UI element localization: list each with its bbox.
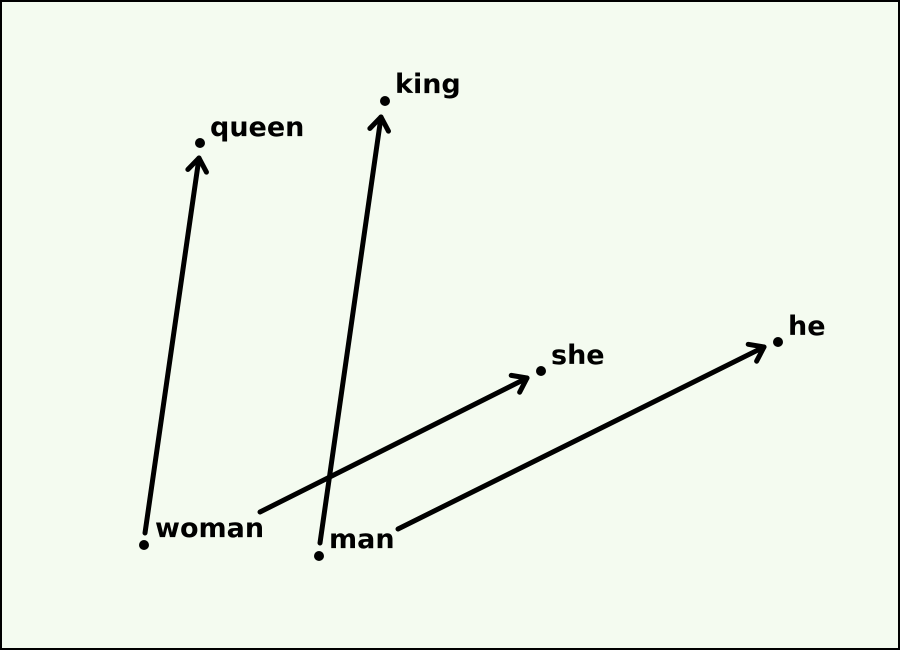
arrow-shaft [317, 114, 384, 546]
words-layer: queen king she he woman man [139, 69, 826, 561]
arrow-shaft [142, 155, 202, 536]
king-point [380, 96, 390, 106]
man-label: man [329, 524, 395, 555]
arrows-layer [142, 114, 767, 546]
she-point [536, 366, 546, 376]
he-point [773, 337, 783, 347]
arrow-shaft [395, 344, 767, 532]
arrow-man-to-he [395, 341, 767, 532]
she-label: she [551, 340, 605, 371]
arrow-shaft [257, 375, 530, 515]
arrow-head [745, 341, 767, 364]
arrow-head [508, 372, 530, 395]
he-label: he [788, 311, 826, 342]
man-point [314, 551, 324, 561]
woman-label: woman [155, 513, 264, 544]
arrow-head [185, 155, 209, 175]
woman-point [139, 540, 149, 550]
arrow-woman-to-queen [142, 155, 209, 536]
arrow-man-to-king [317, 114, 391, 546]
queen-point [195, 138, 205, 148]
arrow-head [367, 114, 391, 134]
arrow-woman-to-she [257, 372, 530, 515]
king-label: king [395, 69, 461, 100]
queen-label: queen [210, 112, 304, 143]
